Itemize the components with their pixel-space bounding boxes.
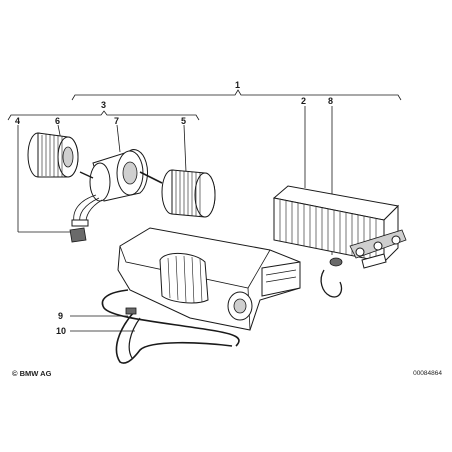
fan-wheel-left xyxy=(27,132,79,178)
label-8: 8 xyxy=(328,96,333,106)
heater-core xyxy=(272,185,407,264)
bracket-1 xyxy=(71,89,402,101)
label-2: 2 xyxy=(301,96,306,106)
label-4: 4 xyxy=(15,116,20,126)
label-9: 9 xyxy=(58,311,63,321)
label-6: 6 xyxy=(55,116,60,126)
connector-plug xyxy=(69,227,87,243)
label-1: 1 xyxy=(235,80,240,90)
document-id: 00084864 xyxy=(413,370,442,377)
hose-fitting xyxy=(320,253,387,298)
label-5: 5 xyxy=(181,116,186,126)
leader-lines xyxy=(17,106,333,332)
label-7: 7 xyxy=(114,116,119,126)
blower-motor xyxy=(71,149,163,227)
bracket-3 xyxy=(7,110,200,121)
label-10: 10 xyxy=(56,326,66,336)
copyright-notice: © BMW AG xyxy=(12,369,52,378)
drain-hoses xyxy=(101,289,240,364)
fan-wheel-right xyxy=(161,169,216,218)
label-3: 3 xyxy=(101,100,106,110)
heater-housing xyxy=(117,227,301,331)
